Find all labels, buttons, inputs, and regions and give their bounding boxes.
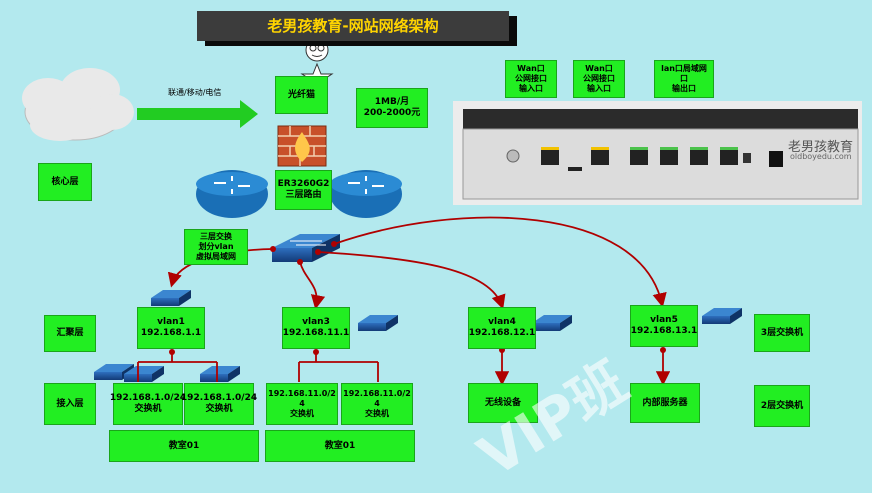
l2-switch-label-box: 2层交换机 [754, 385, 810, 427]
core-switch-icon [272, 234, 340, 262]
classroom2-box: 教室01 [265, 430, 415, 462]
wire-core-vlan5 [333, 216, 667, 308]
internal-server-box: 内部服务器 [630, 383, 700, 423]
l3-switch-label-box: 3层交换机 [754, 314, 810, 352]
access-switch-3-box: 192.168.11.0/2 4 交换机 [266, 383, 338, 425]
router-left-icon [196, 170, 268, 218]
connection-lines [22, 38, 742, 386]
internet-cloud [22, 68, 134, 141]
vlan4-box: vlan4 192.168.12.1 [468, 307, 536, 349]
core-layer-box: 核心层 [38, 163, 92, 201]
bandwidth-box: 1MB/月 200-2000元 [356, 88, 428, 128]
logo-url: oldboyedu.com [790, 152, 852, 161]
access-switch-4-box: 192.168.11.0/2 4 交换机 [341, 383, 413, 425]
wireless-box: 无线设备 [468, 383, 538, 423]
carrier-label: 联通/移动/电信 [168, 88, 222, 97]
lan-port-label: lan口局域网 口 输出口 [654, 60, 714, 98]
wan2-port-label: Wan口 公网接口 输入口 [573, 60, 625, 98]
agg-layer-box: 汇聚层 [44, 315, 96, 352]
wire-vlan1-down [137, 352, 218, 382]
page-title: 老男孩教育-网站网络架构 [197, 11, 509, 41]
logo-name: 老男孩教育 [788, 140, 854, 155]
access-switch-1-box: 192.168.1.0/24 交换机 [110, 383, 186, 425]
wire-core-vlan4 [317, 251, 506, 310]
access-layer-box: 接入层 [44, 383, 96, 425]
vlan1-box: vlan1 192.168.1.1 [137, 307, 205, 349]
firewall-icon [277, 125, 327, 167]
diagram-canvas: 老男孩教育-网站网络架构 联通/移动/电信 光纤猫 1MB/月 200-2000… [22, 11, 862, 491]
classroom1-box: 教室01 [109, 430, 259, 462]
switch-vlan1-icon [151, 290, 191, 306]
wire-vlan3-down [298, 352, 379, 382]
router-box: ER3260G2 三层路由 [275, 170, 332, 210]
switch-vlan5-icon [702, 308, 742, 324]
vlan5-box: vlan5 192.168.13.1 [630, 305, 698, 347]
router-photo [453, 101, 862, 205]
access-switch-2-box: 192.168.1.0/24 交换机 [181, 383, 257, 425]
wan1-port-label: Wan口 公网接口 输入口 [505, 60, 557, 98]
switch-vlan3-icon [358, 315, 398, 331]
l3switch-note-box: 三层交换 划分vlan 虚拟局域网 [184, 229, 248, 265]
carrier-arrow [137, 100, 258, 128]
switch-access-2-icon [124, 366, 164, 382]
vlan3-box: vlan3 192.168.11.1 [282, 307, 350, 349]
router-right-icon [330, 170, 402, 218]
fiber-cat-box: 光纤猫 [275, 76, 328, 114]
wire-core-vlan3 [299, 261, 326, 310]
switch-access-3-icon [200, 366, 240, 382]
switch-vlan4-icon [532, 315, 572, 331]
